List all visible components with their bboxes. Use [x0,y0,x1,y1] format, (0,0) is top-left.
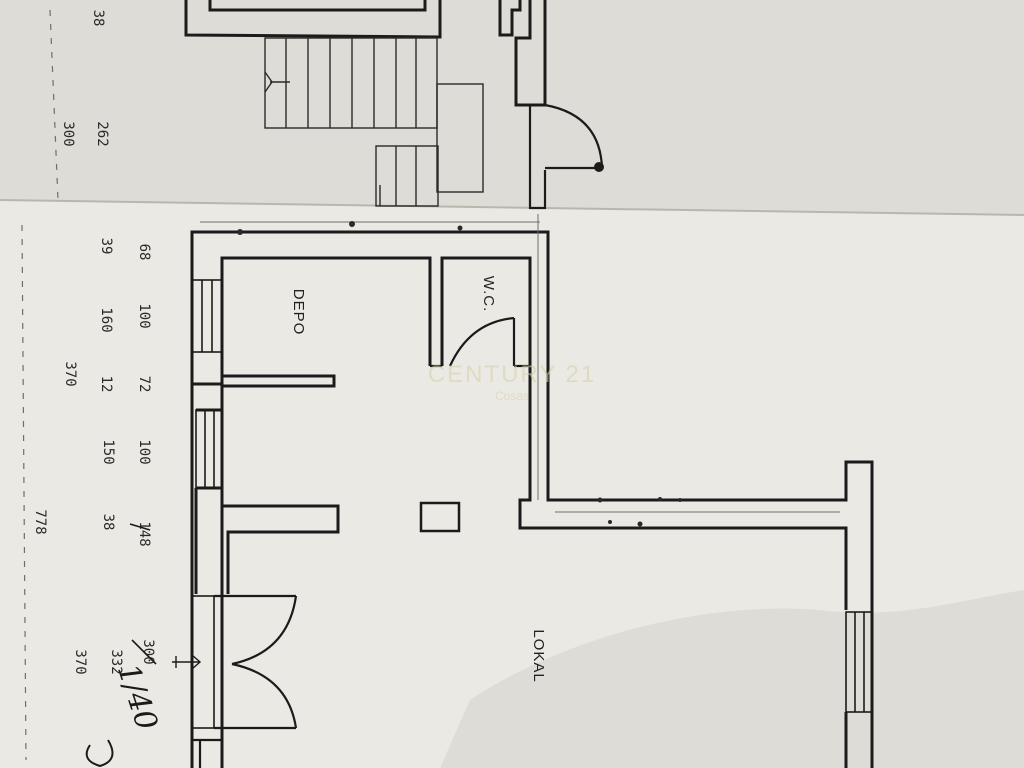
dim-row2-160: 160 [98,307,114,332]
window-left-upper [191,279,223,353]
wall-hatching [200,214,840,513]
watermark-sub: Cosas [495,389,529,403]
stair-walls [184,0,547,107]
window-left-lower [195,409,223,489]
window-right [845,611,873,713]
wc-door [430,316,530,368]
door-hinge [594,162,604,172]
room-label-depo: DEPO [290,289,307,336]
dim-row2-262: 262 [94,121,110,146]
exterior-walls [190,230,874,768]
paper-fold [0,199,1024,216]
watermark-brand: CENTURY 21 [428,361,597,388]
dim-outer-300: 300 [60,121,76,146]
room-label-wc: W.C. [480,276,497,313]
dim-row3-68: 68 [136,244,152,261]
wall-marks [237,221,682,527]
handwritten-scribble [85,739,114,768]
photo-shadow [440,590,1024,768]
dim-row2-38: 38 [100,514,116,531]
dim-row2-150: 150 [100,439,116,464]
entry-arrow [172,654,202,670]
dim-outer-370b: 370 [72,649,88,674]
paper-sheet-bottom [0,200,1024,768]
stair-steps [264,37,484,207]
dim-row3-100b: 100 [136,439,152,464]
dim-row3-100a: 100 [136,303,152,328]
main-entrance-door [191,594,298,768]
paper-sheet-top [0,0,1024,215]
dim-row3-72: 72 [136,376,152,393]
dim-row2-332: 332 [108,649,124,674]
dim-row2-12: 12 [98,376,114,393]
dimension-guides [21,9,59,761]
room-label-lokal: LOKAL [530,629,547,682]
entry-door-top [528,103,604,210]
dim-row2-39: 39 [98,238,114,255]
dim-outer-778: 778 [32,509,48,534]
dim-outer-38: 38 [90,10,106,27]
dim-outer-370a: 370 [62,361,78,386]
interior-walls [192,374,340,594]
structural-column [419,501,461,533]
dim-strikethroughs [129,523,157,665]
dim-row3-148: 148 [136,521,152,546]
dim-row3-300: 300 [140,639,156,664]
